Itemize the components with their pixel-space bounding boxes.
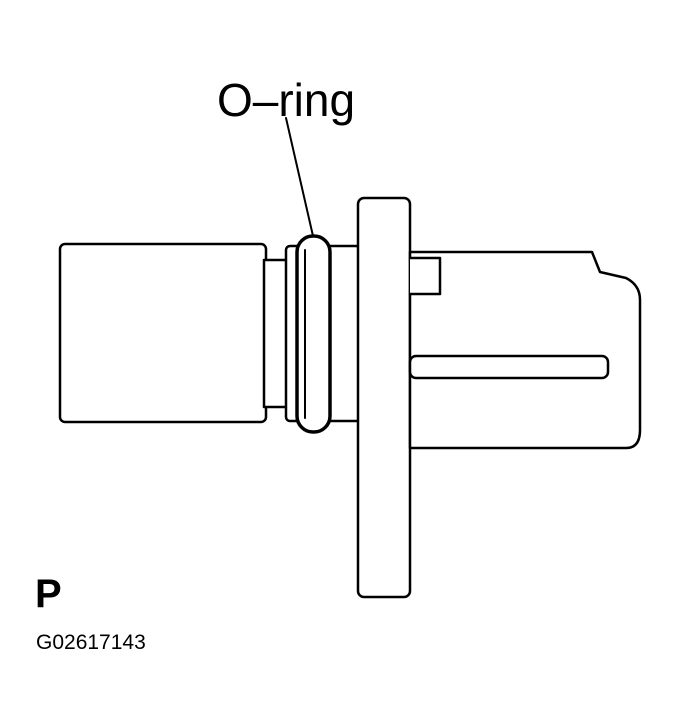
view-letter: P xyxy=(35,572,62,616)
figure-id: G02617143 xyxy=(36,631,146,654)
sensor-body xyxy=(58,242,296,424)
mounting-flange xyxy=(356,196,412,599)
oring xyxy=(295,234,332,434)
callout-label: O–ring xyxy=(217,74,355,126)
callout-leader-line xyxy=(285,117,314,237)
connector-housing xyxy=(408,250,642,450)
